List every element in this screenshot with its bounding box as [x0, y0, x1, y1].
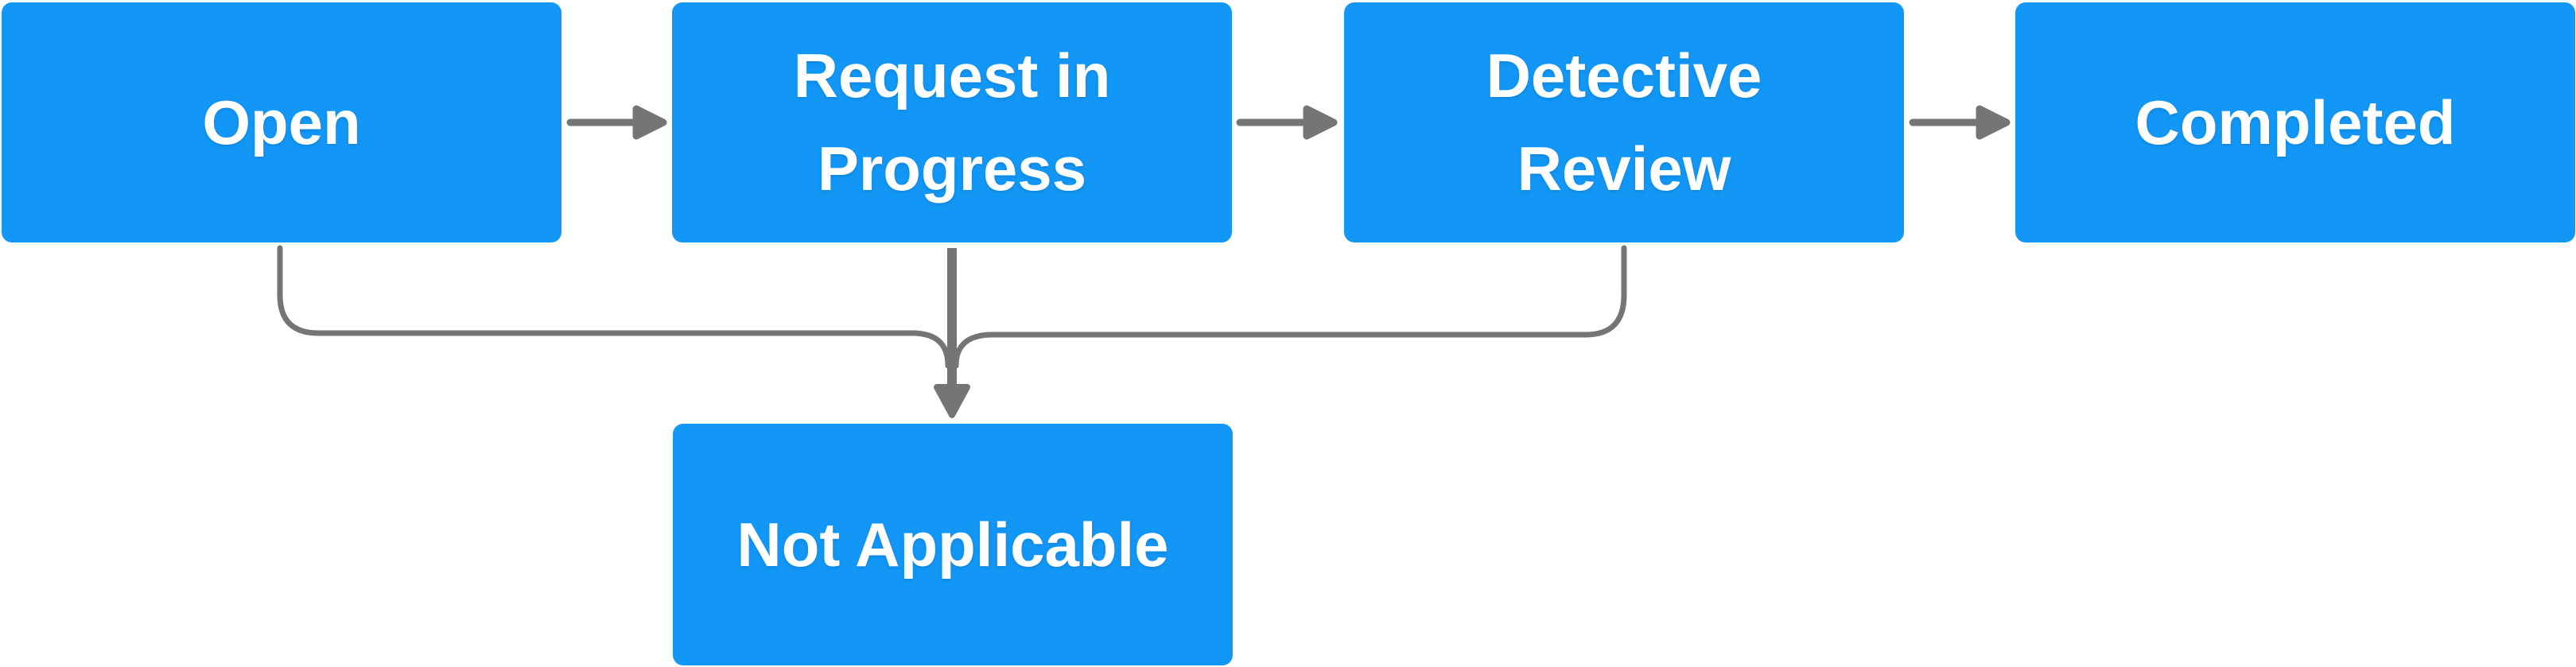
node-label: Completed	[2135, 87, 2456, 157]
arrowhead-right-icon	[1976, 105, 2011, 140]
arrowhead-right-icon	[632, 105, 667, 140]
arrowhead-right-icon	[1303, 105, 1338, 140]
node-detective-review: Detective Review	[1344, 2, 1904, 242]
node-completed: Completed	[2015, 2, 2575, 242]
arrow-detective-to-completed	[1909, 105, 2011, 140]
node-request-in-progress: Request in Progress	[672, 2, 1232, 242]
arrow-request-to-detective	[1236, 105, 1338, 140]
node-label: Detective Review	[1486, 41, 1762, 204]
arrow-open-to-request	[566, 105, 667, 140]
node-label: Request in Progress	[793, 41, 1111, 204]
node-label: Open	[202, 87, 361, 157]
node-open: Open	[2, 2, 561, 242]
arrowhead-down-icon	[934, 384, 970, 418]
branch-open-to-merge	[277, 245, 951, 369]
node-not-applicable: Not Applicable	[673, 424, 1233, 665]
branch-detective-to-merge	[953, 245, 1627, 369]
arrow-merge-to-not-applicable	[934, 248, 970, 418]
node-label: Not Applicable	[736, 509, 1169, 580]
